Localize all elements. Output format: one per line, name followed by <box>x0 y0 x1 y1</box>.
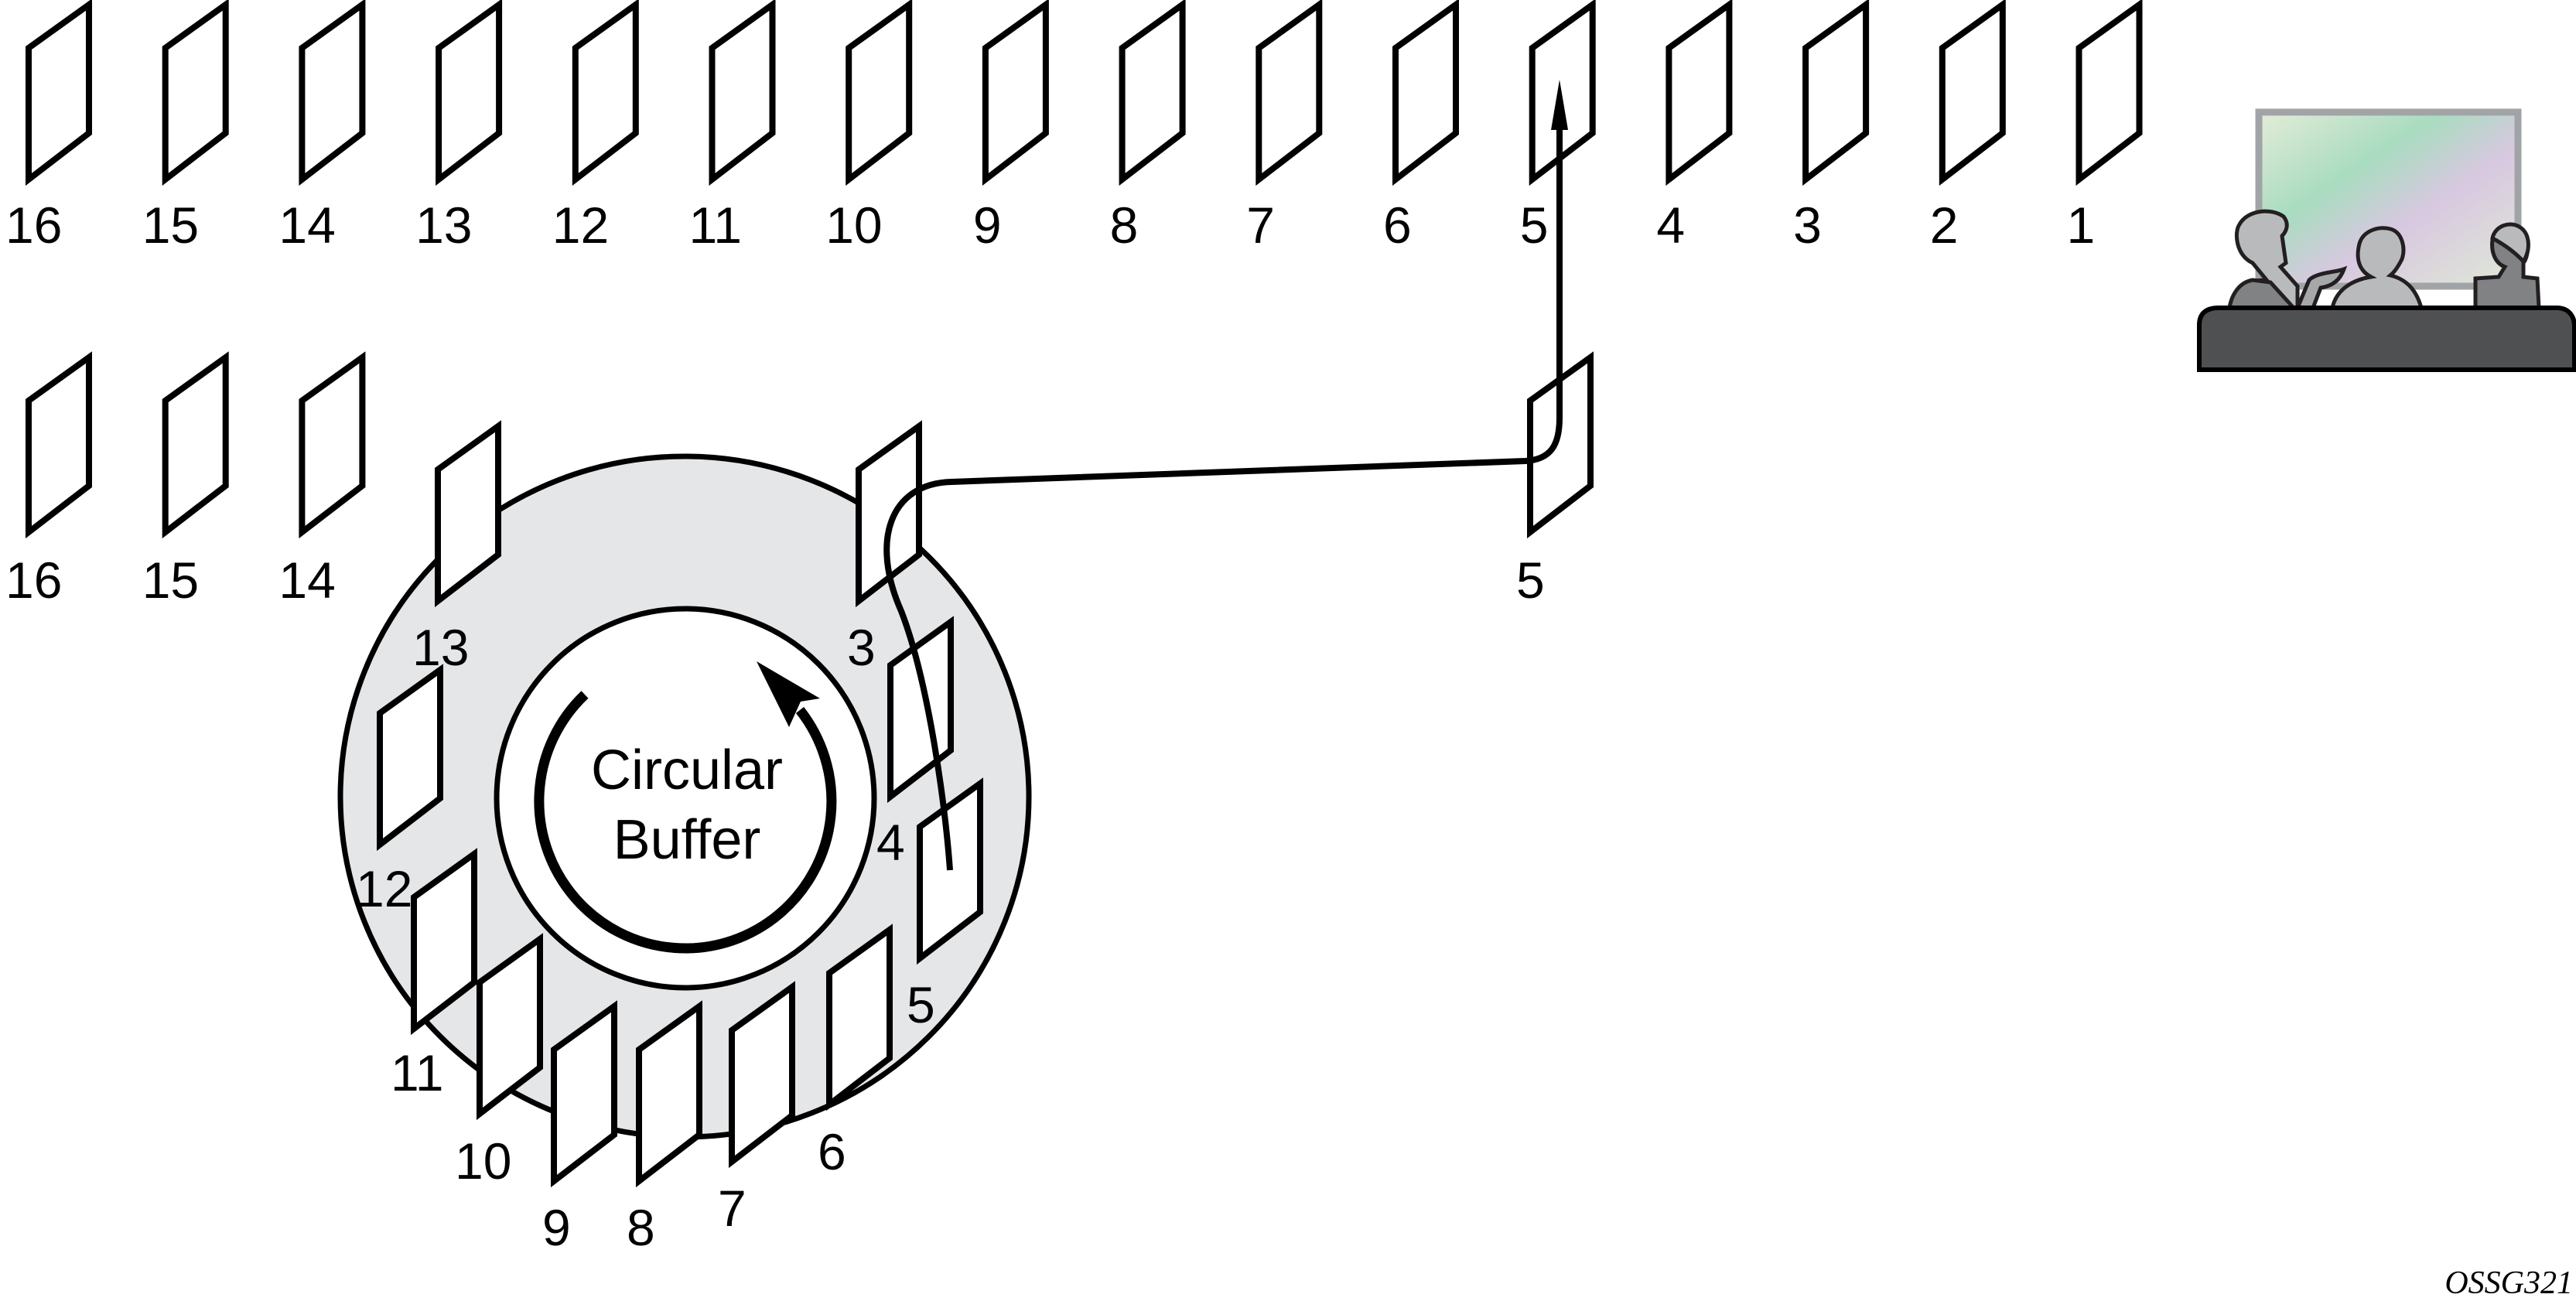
playback-frame-label: 1 <box>2067 196 2096 254</box>
playback-frame-label: 4 <box>1656 196 1685 254</box>
playback-frame <box>2075 0 2143 186</box>
playback-frame <box>436 0 503 186</box>
playback-frame <box>1529 0 1596 186</box>
playback-frame <box>846 0 913 186</box>
person-left-body <box>2227 278 2298 310</box>
buffer-slot-label: 9 <box>542 1199 571 1256</box>
buffer-slot-frame <box>377 664 443 852</box>
playback-frame <box>709 0 776 186</box>
playback-frame-row: 16 15 14 13 12 11 10 9 8 7 6 5 4 3 2 1 <box>5 0 2143 254</box>
buffer-slot-label: 5 <box>907 976 935 1033</box>
rotation-arrow <box>534 691 837 954</box>
playback-frame <box>1939 0 2006 186</box>
frame-flow-path <box>883 124 1563 871</box>
playback-frame-label: 7 <box>1246 196 1275 254</box>
pending-frame <box>299 351 366 539</box>
playback-frame-label: 11 <box>689 196 743 254</box>
buffer-slot-frame <box>411 848 477 1036</box>
playback-frame-label: 8 <box>1110 196 1139 254</box>
extracted-frame-label: 5 <box>1516 551 1545 609</box>
playback-frame-label: 3 <box>1793 196 1822 254</box>
person-left-hand <box>2294 265 2348 310</box>
buffer-slot-label: 8 <box>627 1199 655 1256</box>
buffer-title-line1: Circular <box>591 739 783 801</box>
buffer-slot-label: 7 <box>718 1180 746 1237</box>
figure-code: OSSG321 <box>2444 1265 2573 1301</box>
playback-frame-label: 13 <box>415 196 472 254</box>
playback-frame <box>26 0 92 186</box>
playback-frame-label: 15 <box>142 196 199 254</box>
couch <box>2197 306 2576 372</box>
buffer-slot-frame <box>551 1000 617 1188</box>
buffer-slot-frame <box>435 420 501 608</box>
playback-frame <box>299 0 366 186</box>
buffer-slot-label: 3 <box>847 619 876 676</box>
playback-frame <box>1392 0 1459 186</box>
playback-frame <box>982 0 1049 186</box>
buffer-slot-frame <box>729 981 795 1169</box>
pending-frame <box>162 351 229 539</box>
buffer-title-line2: Buffer <box>613 809 761 871</box>
buffer-slot-label: 6 <box>818 1123 846 1180</box>
playback-frame <box>1119 0 1186 186</box>
buffer-slot-frame <box>636 1000 702 1188</box>
buffer-slot-label: 4 <box>876 814 905 871</box>
playback-frame <box>1802 0 1870 186</box>
playback-frame-label: 16 <box>5 196 62 254</box>
playback-frame-label: 6 <box>1383 196 1412 254</box>
pending-frame-label: 16 <box>5 551 62 609</box>
buffer-slot-label: 12 <box>356 860 412 917</box>
playback-frame <box>1256 0 1323 186</box>
extracted-frame <box>1527 351 1594 539</box>
buffer-slot-label: 11 <box>391 1044 444 1101</box>
buffer-slot-frame <box>856 420 922 608</box>
playback-frame <box>162 0 229 186</box>
playback-frame-label: 2 <box>1930 196 1959 254</box>
person-middle <box>2329 226 2424 310</box>
playback-frame <box>572 0 639 186</box>
buffer-slot-label: 13 <box>412 619 469 676</box>
pending-frame-row: 16 15 14 5 <box>5 351 1594 609</box>
buffer-slot-frame <box>826 924 893 1111</box>
rotation-arrowhead <box>757 661 820 727</box>
person-right-hair <box>2490 222 2530 265</box>
playback-frame-label: 14 <box>278 196 335 254</box>
pending-frame-label: 14 <box>278 551 335 609</box>
buffer-slot-label: 10 <box>455 1132 511 1190</box>
playback-frame <box>1666 0 1733 186</box>
flow-arrowhead <box>1551 80 1568 130</box>
playback-frame-label: 12 <box>552 196 609 254</box>
buffer-slot-frame <box>917 777 983 965</box>
playback-frame-label: 9 <box>973 196 1002 254</box>
buffer-slot-frame <box>477 933 543 1121</box>
playback-frame-label: 10 <box>825 196 882 254</box>
pending-frame-label: 15 <box>142 551 199 609</box>
playback-frame-label: 5 <box>1520 196 1549 254</box>
pending-frame <box>26 351 92 539</box>
audience-watching-tv-icon <box>2197 108 2576 372</box>
